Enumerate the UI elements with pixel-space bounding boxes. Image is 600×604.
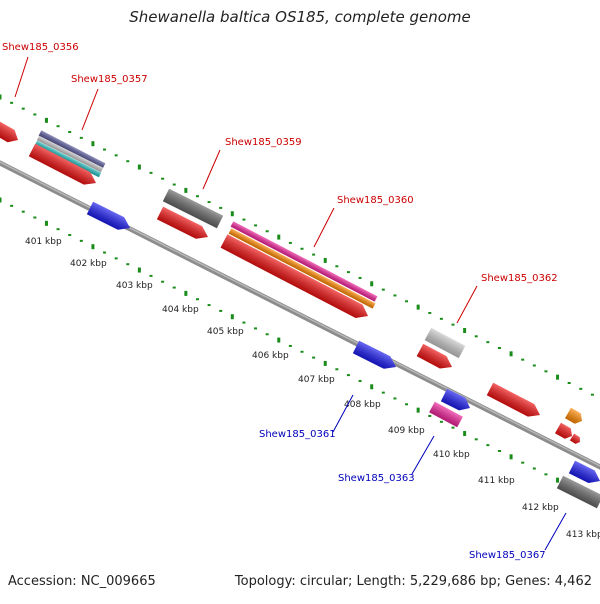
ruler-label: 411 kbp [478, 476, 515, 486]
ruler-label: 410 kbp [433, 450, 470, 460]
gene-label[interactable]: Shew185_0361 [259, 429, 336, 440]
gene-feature [352, 340, 396, 369]
gene-label-leader [14, 56, 29, 98]
gene-label[interactable]: Shew185_0359 [225, 137, 302, 148]
gene-feature [565, 407, 583, 424]
gene-feature [28, 143, 96, 185]
gene-feature [440, 388, 470, 411]
gene-labels: Shew185_0356Shew185_0357Shew185_0359Shew… [2, 42, 567, 561]
gene-feature-shade [230, 221, 378, 302]
gene-feature-shade [28, 143, 96, 185]
ruler-label: 408 kbp [344, 400, 381, 410]
gene-feature-shade [86, 201, 130, 230]
gene-feature [220, 234, 368, 319]
gene-feature [568, 460, 600, 484]
gene-feature-shade [569, 433, 580, 444]
gene-label[interactable]: Shew185_0356 [2, 42, 79, 53]
gene-feature [34, 140, 102, 178]
gene-feature-shade [416, 343, 452, 369]
gene-label-leader [81, 88, 99, 131]
gene-feature-shade [0, 120, 18, 143]
ruler-label: 413 kbp [566, 530, 600, 540]
ruler-label: 407 kbp [298, 375, 335, 385]
accession-text: Accession: NC_009665 [8, 574, 156, 589]
gene-feature [86, 201, 130, 230]
gene-label[interactable]: Shew185_0367 [469, 550, 546, 561]
gene-feature [556, 475, 600, 509]
gene-feature-shade [486, 382, 540, 417]
gene-feature [429, 401, 463, 428]
map-title: Shewanella baltica OS185, complete genom… [129, 8, 471, 26]
ruler-label: 404 kbp [162, 305, 199, 315]
gene-feature-shade [228, 228, 376, 309]
gene-feature [569, 433, 580, 444]
gene-feature-shade [34, 140, 102, 178]
gene-feature-shade [36, 135, 104, 173]
ruler-label: 401 kbp [25, 237, 62, 247]
gene-features [0, 120, 600, 509]
gene-label-leader [411, 435, 435, 475]
gene-feature [230, 221, 378, 302]
gene-feature [424, 327, 466, 359]
gene-feature [486, 382, 540, 417]
gene-feature-shade [555, 422, 573, 439]
ruler-label: 412 kbp [522, 503, 559, 513]
gene-feature-shade [556, 475, 600, 509]
inner-tick-track [0, 197, 594, 499]
gene-label-leader [332, 394, 354, 433]
outer-tick-track [0, 94, 594, 396]
backbone-line [0, 160, 600, 470]
ruler-label: 409 kbp [388, 426, 425, 436]
gene-label[interactable]: Shew185_0360 [337, 195, 414, 206]
gene-feature [228, 228, 376, 309]
gene-label[interactable]: Shew185_0357 [71, 74, 148, 85]
gene-feature-shade [440, 388, 470, 411]
gene-label-leader [202, 149, 221, 190]
gene-label-leader [544, 512, 567, 551]
gene-feature [38, 130, 106, 169]
gene-feature-shade [156, 206, 208, 239]
genome-backbone [0, 160, 600, 470]
ruler-label: 403 kbp [116, 281, 153, 291]
gene-label[interactable]: Shew185_0362 [481, 273, 558, 284]
gene-feature [156, 206, 208, 239]
genome-summary-text: Topology: circular; Length: 5,229,686 bp… [234, 574, 592, 589]
gene-feature [0, 120, 18, 143]
gene-feature-shade [429, 401, 463, 428]
gene-feature-shade [220, 234, 368, 319]
gene-feature-shade [352, 340, 396, 369]
gene-label-leader [456, 285, 478, 324]
gene-feature [416, 343, 452, 369]
gene-feature [555, 422, 573, 439]
gene-feature-shade [424, 327, 466, 359]
gene-feature-shade [568, 460, 600, 484]
gene-feature-shade [162, 188, 224, 229]
gene-feature-shade [38, 130, 106, 169]
kbp-ruler: 401 kbp 402 kbp 403 kbp 404 kbp 405 kbp 406 k… [25, 237, 600, 540]
ruler-label: 402 kbp [70, 259, 107, 269]
gene-label[interactable]: Shew185_0363 [338, 473, 415, 484]
ruler-label: 405 kbp [207, 327, 244, 337]
gene-label-leader [313, 207, 335, 248]
gene-feature [162, 188, 224, 229]
gene-feature-shade [565, 407, 583, 424]
ruler-label: 406 kbp [252, 351, 289, 361]
gene-feature [36, 135, 104, 173]
